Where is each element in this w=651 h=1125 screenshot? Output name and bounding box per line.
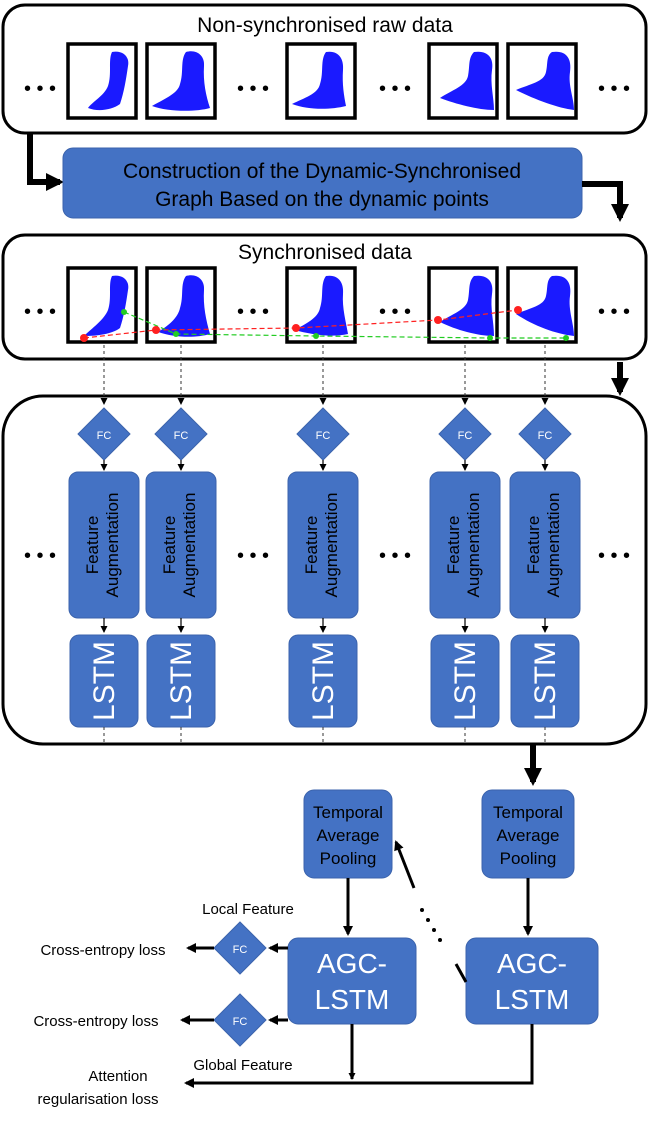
lstm-label: LSTM: [88, 641, 121, 721]
attention-loss-line-2: regularisation loss: [38, 1091, 159, 1108]
ellipsis: • • •: [237, 301, 269, 323]
construction-line-1: Construction of the Dynamic-Synchronised: [123, 160, 521, 183]
raw-thumbnail-1: [66, 42, 138, 120]
raw-data-panel: Non-synchronised raw data • • • • • • • …: [1, 3, 648, 135]
ellipsis: • • •: [237, 545, 269, 567]
svg-text:Temporal: Temporal: [493, 803, 563, 822]
recurrent-arrow: [394, 840, 468, 983]
svg-text:Average: Average: [496, 826, 559, 845]
cross-entropy-loss-label-2: Cross-entropy loss: [33, 1013, 158, 1030]
lstm-label: LSTM: [307, 641, 340, 721]
lstm-label: LSTM: [449, 641, 482, 721]
feature-augmentation-label-2: Augmentation: [322, 493, 341, 598]
agc-lstm-right: AGC- LSTM: [465, 937, 599, 1025]
arrow-construction-to-sync: [582, 181, 629, 222]
feature-augmentation-label-1: Feature: [160, 516, 179, 575]
raw-thumbnail-5: [506, 42, 578, 120]
temporal-pooling-left: Temporal Average Pooling: [303, 789, 393, 879]
ellipsis: • • •: [379, 78, 411, 100]
ellipsis: • • •: [379, 301, 411, 323]
raw-thumbnail-4: [427, 42, 499, 120]
arrow-raw-to-construction: [27, 133, 64, 191]
svg-text:LSTM: LSTM: [315, 984, 390, 1015]
construction-block: Construction of the Dynamic-Synchronised…: [62, 147, 583, 219]
sync-thumbnail-4: [427, 266, 499, 344]
arrow-agc-right-to-attention-loss: [184, 1024, 534, 1088]
svg-text:Pooling: Pooling: [500, 849, 557, 868]
ellipsis: • • •: [237, 78, 269, 100]
fc-label: FC: [458, 430, 473, 442]
svg-text:LSTM: LSTM: [495, 984, 570, 1015]
fc-diamond-global: FC: [213, 993, 267, 1047]
ellipsis: • • •: [598, 545, 630, 567]
agc-lstm-left: AGC- LSTM: [287, 937, 417, 1025]
fc-label: FC: [97, 430, 112, 442]
svg-text:AGC-: AGC-: [497, 948, 567, 979]
ellipsis: • • •: [379, 545, 411, 567]
feature-augmentation-label-2: Augmentation: [544, 493, 563, 598]
raw-data-title: Non-synchronised raw data: [197, 14, 453, 37]
feature-augmentation-label-2: Augmentation: [180, 493, 199, 598]
fc-diamond-local: FC: [213, 921, 267, 975]
svg-text:AGC-: AGC-: [317, 948, 387, 979]
raw-thumbnail-3: [285, 42, 357, 120]
feature-augmentation-label-1: Feature: [444, 516, 463, 575]
svg-text:Pooling: Pooling: [320, 849, 377, 868]
svg-text:Temporal: Temporal: [313, 803, 383, 822]
construction-line-2: Graph Based on the dynamic points: [155, 188, 489, 211]
feature-augmentation-label-1: Feature: [524, 516, 543, 575]
attention-loss-line-1: Attention: [88, 1068, 147, 1085]
feature-augmentation-label-2: Augmentation: [464, 493, 483, 598]
feature-augmentation-label-1: Feature: [83, 516, 102, 575]
fc-label: FC: [174, 430, 189, 442]
global-feature-label: Global Feature: [193, 1057, 292, 1074]
lstm-label: LSTM: [165, 641, 198, 721]
synchronised-data-panel: Synchronised data • • • • • • • • • • • …: [1, 233, 648, 361]
ellipsis: • • •: [598, 301, 630, 323]
raw-thumbnail-2: [145, 42, 217, 120]
ellipsis: • • •: [24, 78, 56, 100]
ellipsis: • • •: [24, 301, 56, 323]
red-dynamic-points: [80, 306, 522, 342]
svg-text:Average: Average: [316, 826, 379, 845]
ellipsis: • • •: [598, 78, 630, 100]
fc-label: FC: [538, 430, 553, 442]
sync-thumbnail-5: [506, 266, 578, 344]
feature-augmentation-label-1: Feature: [302, 516, 321, 575]
fc-label: FC: [316, 430, 331, 442]
sync-data-title: Synchronised data: [238, 241, 412, 264]
lstm-label: LSTM: [529, 641, 562, 721]
feature-augmentation-label-2: Augmentation: [103, 493, 122, 598]
svg-text:FC: FC: [233, 944, 248, 956]
green-dynamic-points: [121, 309, 569, 341]
temporal-pooling-right: Temporal Average Pooling: [481, 789, 575, 879]
cross-entropy-loss-label-1: Cross-entropy loss: [40, 942, 165, 959]
sync-thumbnail-1: [66, 266, 138, 344]
local-feature-label: Local Feature: [202, 901, 294, 918]
ellipsis: • • •: [24, 545, 56, 567]
svg-text:FC: FC: [233, 1016, 248, 1028]
